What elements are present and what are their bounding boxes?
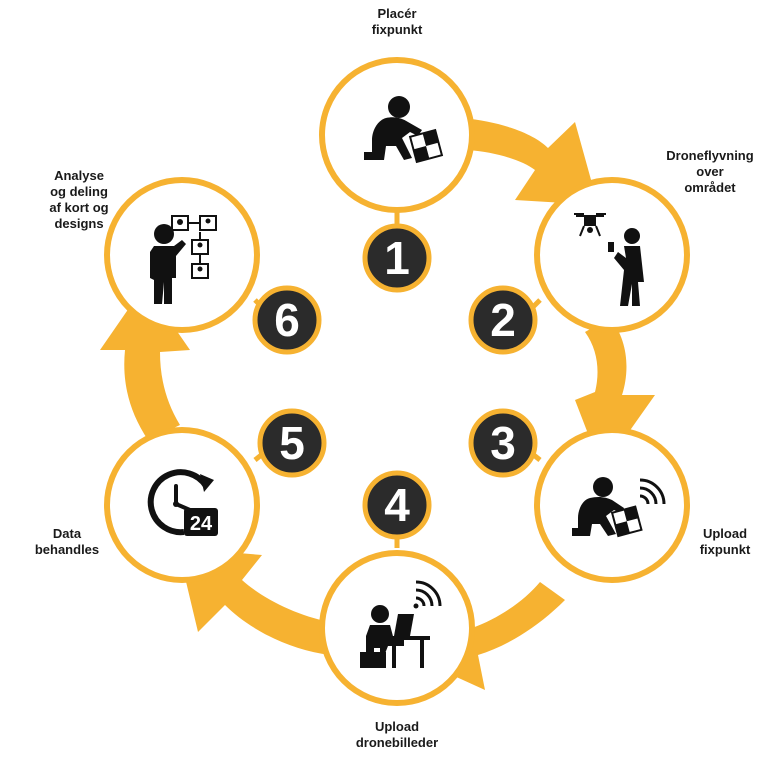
stage-2-label: Droneflyvning over området — [650, 148, 770, 196]
badge-1: 1 — [362, 223, 432, 293]
person-at-laptop-wireless-icon — [360, 580, 442, 668]
badge-4: 4 — [362, 470, 432, 540]
stage-5-label: Data behandles — [22, 526, 112, 558]
stage-3-circle — [534, 427, 690, 583]
stage-2-label-line: Droneflyvning — [666, 148, 754, 163]
stage-3-label-line: Upload — [702, 526, 748, 541]
stage-2-label-line: området — [684, 180, 736, 195]
stage-2-label-line: over — [696, 164, 724, 179]
stage-1-label: Placér fixpunkt — [347, 6, 447, 38]
badges: 1 2 3 4 5 6 — [252, 210, 542, 548]
badge-3: 3 — [468, 408, 538, 478]
stage-6-label-line: af kort og — [49, 200, 109, 215]
svg-text:24: 24 — [190, 513, 213, 535]
stage-4-label-line: Upload — [374, 719, 420, 734]
stage-6-label: Analyse og deling af kort og designs — [34, 168, 124, 232]
stage-5-label-line: Data — [52, 526, 82, 541]
person-kneeling-placing-marker-icon — [364, 96, 444, 164]
stage-3-label-line: fixpunkt — [699, 542, 751, 557]
stage-5-circle: 24 — [104, 427, 260, 583]
badge-1-number: 1 — [384, 232, 410, 284]
stage-2-circle — [534, 177, 690, 333]
badge-5: 5 — [257, 408, 327, 478]
stage-1-label-line: Placér — [377, 6, 417, 21]
stage-4-label-line: dronebilleder — [355, 735, 439, 750]
person-flying-drone-icon — [574, 213, 644, 306]
stage-1-label-line: fixpunkt — [371, 22, 423, 37]
badge-4-number: 4 — [384, 479, 410, 531]
stage-5-label-line: behandles — [34, 542, 100, 557]
badge-3-number: 3 — [490, 417, 516, 469]
stage-6-circle — [104, 177, 260, 333]
stage-3-label: Upload fixpunkt — [680, 526, 770, 558]
stage-1-circle — [319, 57, 475, 213]
clock-24-hours-icon: 24 — [147, 469, 218, 536]
badge-6: 6 — [252, 285, 322, 355]
person-uploading-marker-wireless-icon — [572, 477, 666, 538]
badge-6-number: 6 — [274, 294, 300, 346]
arrow-1-to-2 — [462, 118, 598, 205]
stage-6-label-line: og deling — [50, 184, 108, 199]
person-presenting-flowchart-icon — [150, 215, 217, 304]
badge-2-number: 2 — [490, 294, 516, 346]
badge-2: 2 — [468, 285, 538, 355]
stage-6-label-line: Analyse — [54, 168, 104, 183]
stage-4-circle — [319, 550, 475, 706]
badge-5-number: 5 — [279, 417, 305, 469]
stage-6-label-line: designs — [54, 216, 104, 231]
cycle-arrows — [100, 118, 655, 690]
stage-4-label: Upload dronebilleder — [342, 719, 452, 751]
